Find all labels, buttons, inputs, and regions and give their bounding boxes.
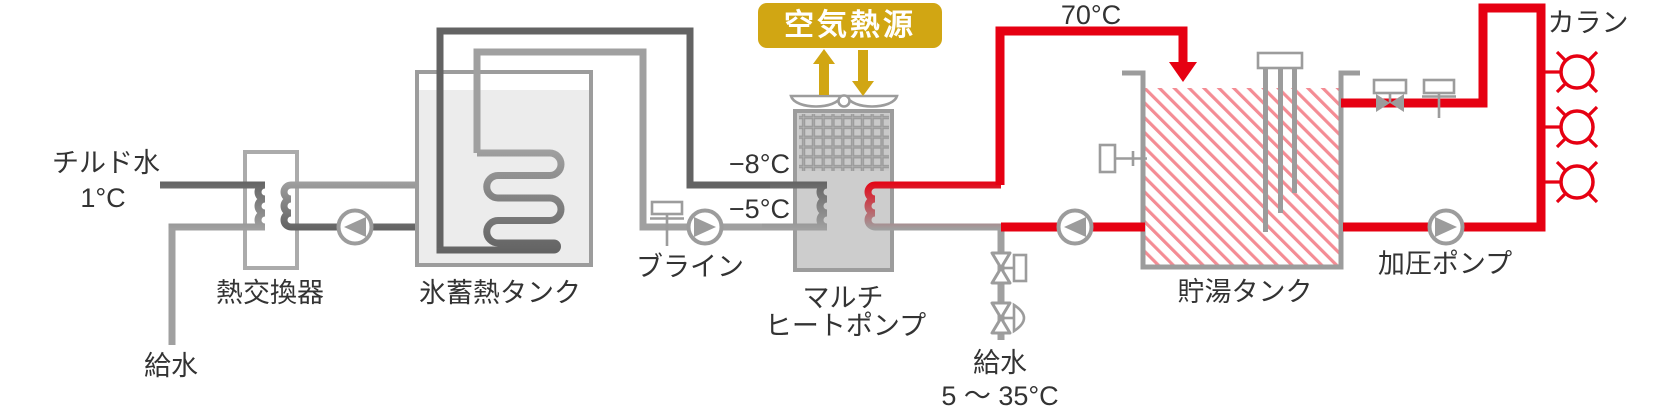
supply-valve-upper — [990, 251, 1028, 285]
chilled-water-label: チルド水 — [52, 148, 160, 178]
brine-label: ブライン — [636, 252, 744, 282]
coil-fin-grid — [799, 114, 889, 171]
brine-flow-sensor-icon — [650, 200, 684, 246]
pressure-pump-label: 加圧ポンプ — [1377, 249, 1513, 279]
air-heat-source-box: 空気熱源 — [758, 3, 942, 48]
exchanger-left-coil — [160, 181, 266, 345]
ice-storage-tank-label: 氷蓄熱タンク — [419, 278, 581, 308]
air-up-arrow — [813, 49, 835, 95]
fan-right-icon — [845, 94, 899, 108]
faucet-3 — [1545, 160, 1599, 204]
temp-70-label: 70°C — [1060, 0, 1122, 30]
tank-return-pump — [1056, 208, 1094, 246]
faucet-2 — [1545, 105, 1599, 149]
supply-water-left-label: 給水 — [144, 351, 198, 381]
brine-return-pipe — [473, 48, 762, 231]
air-down-arrow — [852, 50, 874, 96]
multi-heat-pump-unit — [789, 94, 899, 272]
supply-valve-lower — [990, 301, 1026, 335]
ice-tank-coil — [436, 149, 565, 254]
temp-minus5-label: −5°C — [728, 194, 790, 224]
hot-supply-70c-pipe — [995, 26, 1188, 185]
hot-water-hatch — [1145, 88, 1339, 265]
faucet-manifold-pipe — [1341, 3, 1546, 232]
faucet-1 — [1545, 50, 1599, 94]
hot-water-tank-label: 貯湯タンク — [1177, 277, 1313, 307]
fan-left-icon — [789, 94, 843, 108]
tank-heater-icon — [1256, 51, 1304, 232]
pressure-pump — [1427, 208, 1465, 246]
temp-minus8-label: −8°C — [728, 149, 790, 179]
heat-exchanger-label: 熱交換器 — [216, 278, 324, 308]
hot-water-circuit — [864, 3, 1546, 340]
heat-pump-label-line2: ヒートポンプ — [764, 311, 927, 341]
brine-circuit — [436, 27, 828, 254]
hot-inlet-arrow — [1169, 62, 1197, 82]
chilled-water-pump — [336, 208, 374, 246]
heat-pump-hot-coil — [864, 181, 1001, 231]
tank-level-sensor-icon — [1098, 143, 1147, 174]
hot-water-storage-tank — [1122, 70, 1360, 270]
heat-pump-label-line1: マルチ — [802, 283, 884, 313]
outlet-motor-valve — [1372, 78, 1408, 112]
hot-tank-walls — [1122, 70, 1360, 270]
brine-pump — [686, 208, 724, 246]
air-exchange-arrows — [813, 49, 874, 96]
heat-pump-brine-coil — [762, 181, 828, 231]
outlet-flow-sensor-icon — [1422, 78, 1456, 118]
supply-water-temp-label: 5 〜 35°C — [941, 381, 1059, 410]
faucet-label: カラン — [1547, 8, 1629, 38]
chilled-water-temp-label: 1°C — [80, 183, 126, 213]
fan-hub-icon — [837, 94, 851, 108]
chilled-water-circuit — [160, 181, 415, 345]
supply-water-bottom-label: 給水 — [973, 348, 1027, 378]
brine-supply-pipe — [436, 27, 772, 248]
exchanger-right-coil — [280, 181, 415, 231]
